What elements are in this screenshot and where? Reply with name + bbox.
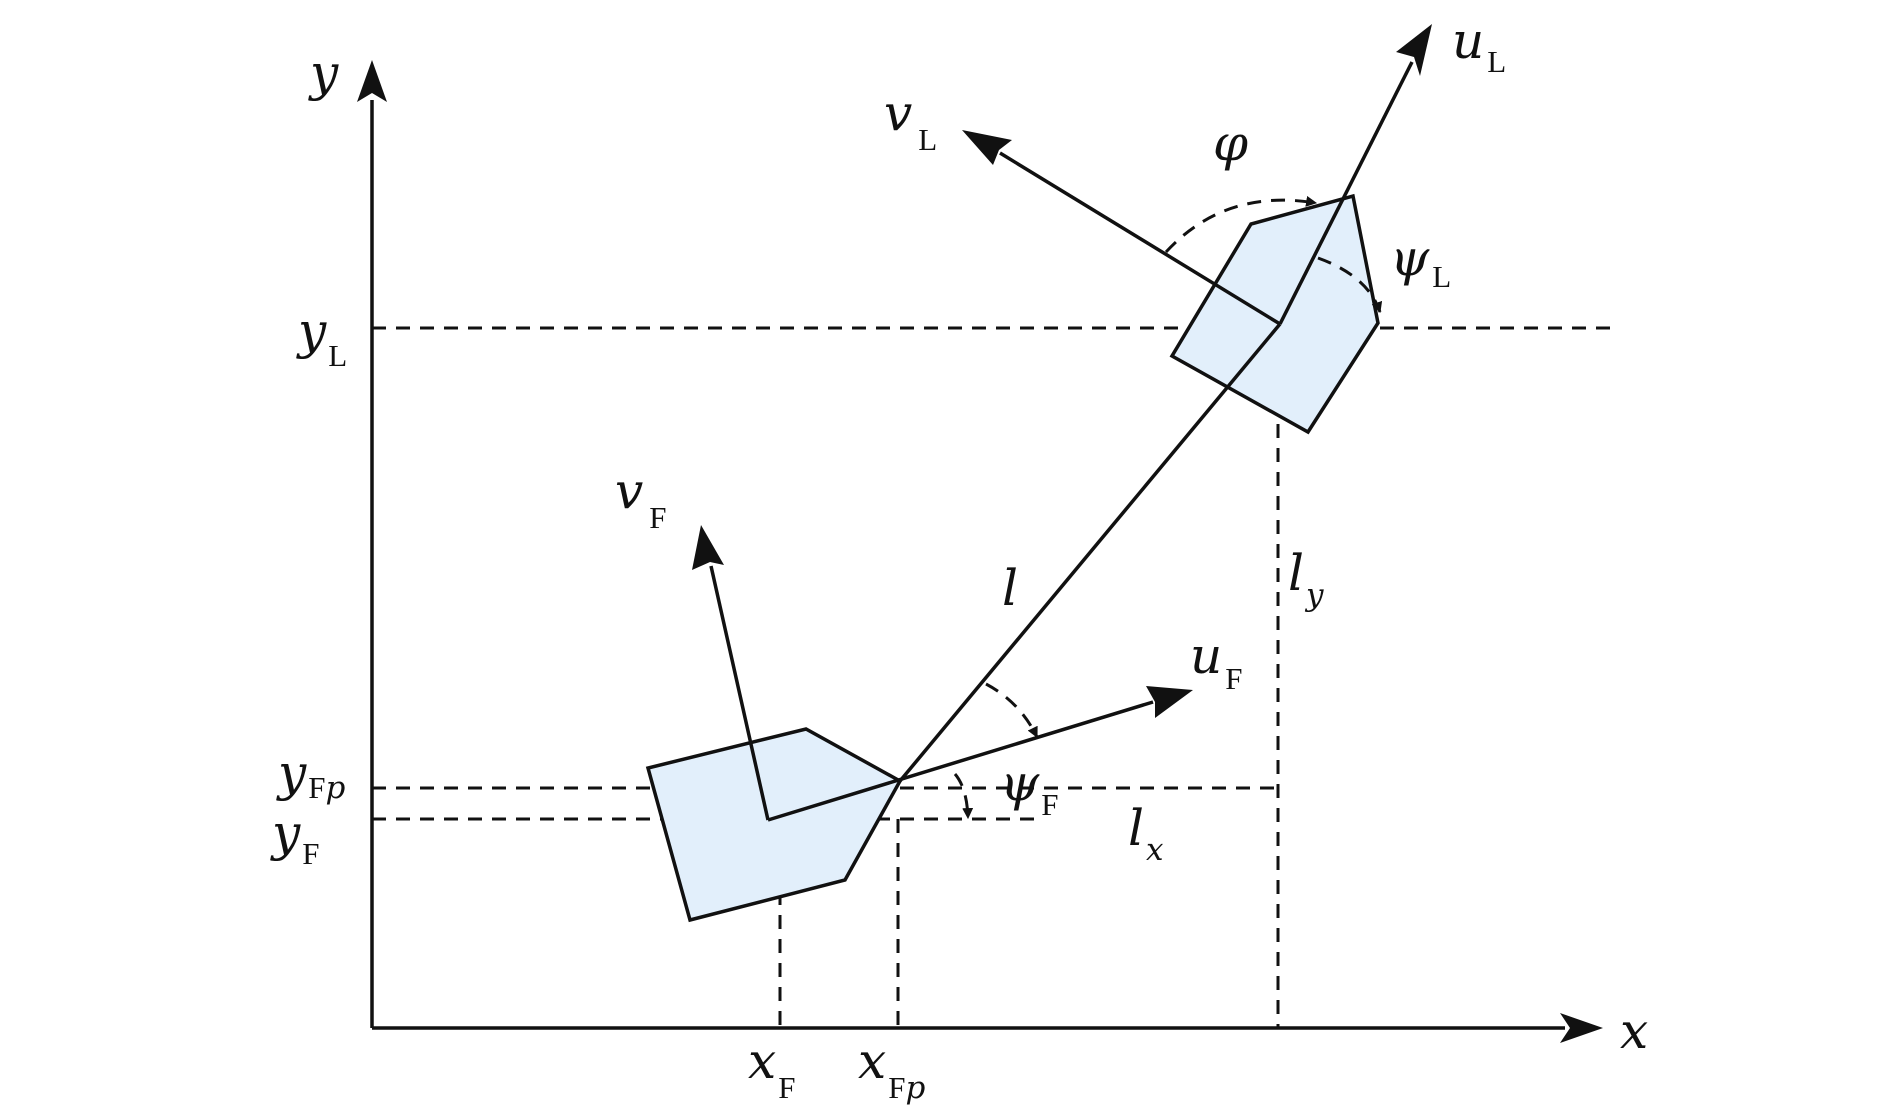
follower-sway-arrowhead <box>692 525 724 570</box>
angle-psiF-small-arc <box>953 773 974 820</box>
psiL-label: ψL <box>1390 229 1451 294</box>
yL-label: yL <box>296 302 347 373</box>
uF-label: uF <box>1190 627 1242 696</box>
xF-label: xF <box>748 1032 795 1105</box>
lx-label: lx <box>1128 799 1164 868</box>
distance-line-l <box>898 322 1282 783</box>
uL-label: uL <box>1452 12 1506 79</box>
leader-sway-axis-vL <box>999 151 1281 326</box>
coordinate-axes <box>357 60 1603 1043</box>
xFp-label: xFp <box>858 1032 925 1106</box>
leader-surge-axis-uL <box>1278 61 1414 325</box>
ly-label: ly <box>1288 544 1324 613</box>
x-axis-arrowhead <box>1560 1013 1603 1043</box>
leader-surge-arrowhead <box>1396 24 1432 76</box>
projection-lines <box>372 326 1612 1028</box>
psiF-label: ψF <box>1000 754 1058 822</box>
l-label: l <box>1002 559 1018 617</box>
follower-vessel <box>645 727 903 923</box>
y-axis-label: y <box>308 44 339 102</box>
follower-surge-axis-uF <box>767 700 1154 822</box>
phi-label: φ <box>1213 114 1248 172</box>
angle-psiF-arc <box>985 682 1039 738</box>
yF-label: yF <box>270 804 320 871</box>
yFp-label: yFp <box>276 744 346 806</box>
x-axis-label: x <box>1620 1002 1648 1060</box>
leader-vessel <box>1169 193 1380 435</box>
angle-phi-arc <box>1164 195 1318 254</box>
follower-surge-arrowhead <box>1146 686 1193 718</box>
y-axis-arrowhead <box>357 60 387 102</box>
angle-psiL-arc <box>1317 256 1383 314</box>
follower-sway-axis-vF <box>709 565 770 821</box>
leader-sway-arrowhead <box>962 130 1012 165</box>
